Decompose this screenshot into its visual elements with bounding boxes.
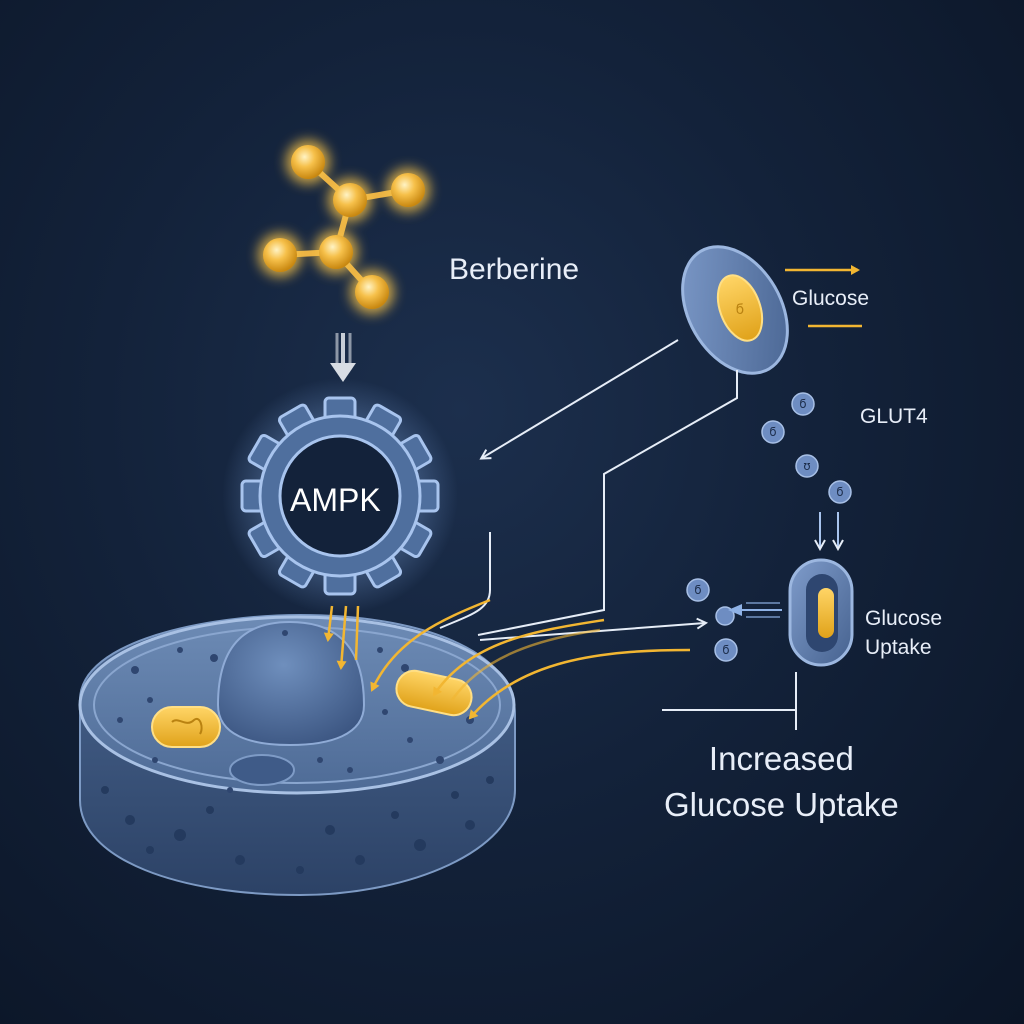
glut4-particles: ϭ ϭ ʊ ϭ ϭ ϭ <box>686 392 852 662</box>
increased-line1: Increased <box>708 740 854 777</box>
svg-text:ϭ: ϭ <box>722 643 729 657</box>
ampk-label: AMPK <box>290 482 381 518</box>
glucose-vesicle-icon: ϭ <box>681 245 789 375</box>
berberine-label: Berberine <box>449 253 580 286</box>
svg-text:ʊ: ʊ <box>803 459 810 473</box>
glucose-uptake-line2: Uptake <box>865 636 932 659</box>
cell-icon <box>78 613 516 897</box>
glucose-uptake-line1: Glucose <box>865 607 943 630</box>
glucose-label: Glucose <box>792 287 870 310</box>
signal-arrows-gold <box>323 598 691 720</box>
glucose-arrow-icon <box>785 265 862 328</box>
ampk-gear-icon <box>222 378 458 614</box>
svg-text:ϭ: ϭ <box>694 583 701 597</box>
increased-glucose-uptake-label: Increased Glucose Uptake <box>664 736 899 828</box>
svg-text:ϭ: ϭ <box>736 302 745 318</box>
glut4-vesicle-icon <box>728 512 854 667</box>
svg-text:ϭ: ϭ <box>836 485 843 499</box>
glut4-label: GLUT4 <box>860 405 928 428</box>
glucose-uptake-label: Glucose Uptake <box>865 604 942 662</box>
signal-arrows-white <box>439 339 797 730</box>
svg-text:ϭ: ϭ <box>769 425 776 439</box>
organelle-pill-left <box>151 706 221 748</box>
down-arrow-icon <box>330 333 356 382</box>
svg-text:ϭ: ϭ <box>799 397 806 411</box>
increased-line2: Glucose Uptake <box>664 786 899 823</box>
berberine-molecule-icon <box>258 140 430 314</box>
